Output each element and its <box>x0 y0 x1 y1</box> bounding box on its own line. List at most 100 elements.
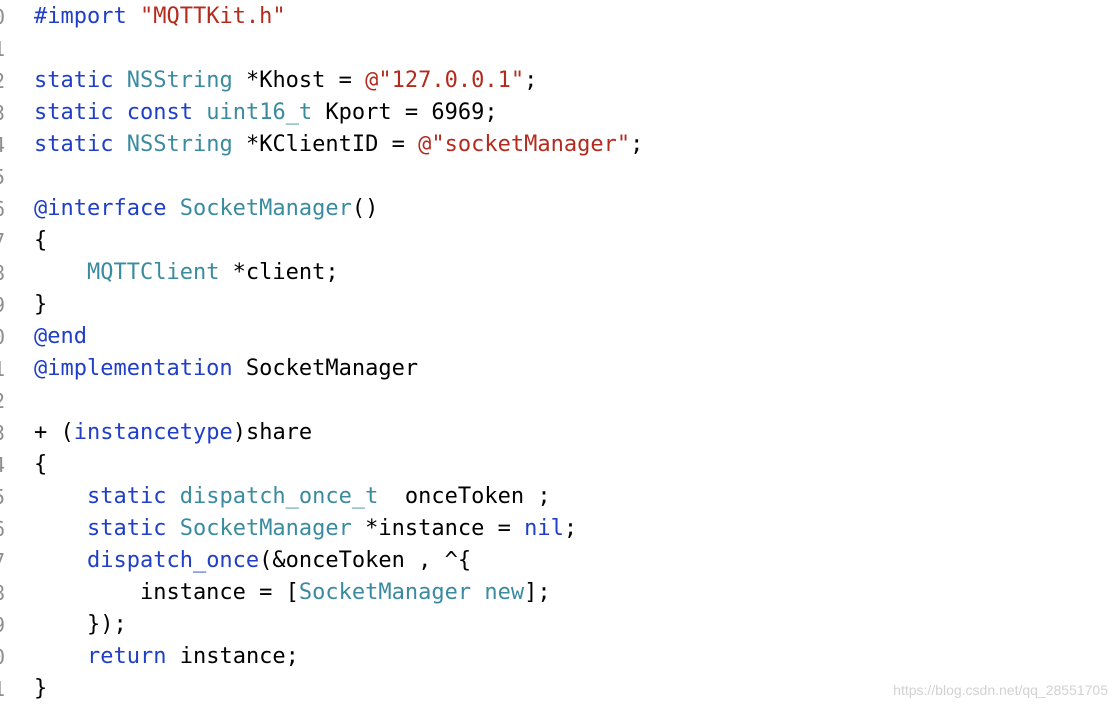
line-number: 8 <box>0 577 13 609</box>
code-token: *KClientID = <box>232 132 419 157</box>
code-token: new <box>484 580 525 605</box>
code-token: uint16_t <box>206 100 313 125</box>
code-token: )share <box>232 420 313 445</box>
code-line <box>34 385 643 417</box>
line-number: 1 <box>0 353 13 385</box>
code-token: @"127.0.0.1" <box>365 68 525 93</box>
code-token: } <box>34 292 48 317</box>
code-line: static SocketManager *instance = nil; <box>34 513 643 545</box>
code-token <box>34 260 87 285</box>
code-line: } <box>34 673 643 705</box>
code-token: @end <box>34 324 87 349</box>
code-token: *client; <box>219 260 339 285</box>
code-line: { <box>34 225 643 257</box>
code-token <box>34 516 87 541</box>
code-token <box>113 100 126 125</box>
line-number: 0 <box>0 641 13 673</box>
code-token: SocketManager <box>298 580 472 605</box>
code-token: SocketManager <box>179 196 352 221</box>
line-number: 5 <box>0 481 13 513</box>
code-token: const <box>126 100 193 125</box>
code-line: return instance; <box>34 641 643 673</box>
code-token: SocketManager <box>179 516 352 541</box>
line-number: 0 <box>0 1 13 33</box>
code-line: instance = [SocketManager new]; <box>34 577 643 609</box>
code-token: "MQTTKit.h" <box>139 4 286 29</box>
code-token: @"socketManager" <box>418 132 631 157</box>
line-number: 1 <box>0 33 13 65</box>
code-token: Kport = 6969; <box>312 100 498 125</box>
code-token: nil <box>524 516 564 541</box>
code-line <box>34 33 643 65</box>
code-line: #import "MQTTKit.h" <box>34 1 643 33</box>
code-token: + ( <box>34 420 74 445</box>
code-token: }); <box>34 612 127 637</box>
code-token: onceToken ; <box>378 484 551 509</box>
code-line: + (instancetype)share <box>34 417 643 449</box>
line-number: 6 <box>0 513 13 545</box>
code-token <box>166 196 179 221</box>
code-line: MQTTClient *client; <box>34 257 643 289</box>
code-token: instance = [ <box>34 580 299 605</box>
code-token: ; <box>524 68 538 93</box>
line-number: 3 <box>0 97 13 129</box>
code-token: { <box>34 228 48 253</box>
code-token: MQTTClient <box>86 260 220 285</box>
code-token <box>166 484 179 509</box>
code-token: } <box>34 676 48 701</box>
code-token: ]; <box>524 580 551 605</box>
code-token: *Khost = <box>232 68 366 93</box>
code-line: }); <box>34 609 643 641</box>
code-line: @interface SocketManager() <box>34 193 643 225</box>
line-number: 9 <box>0 289 13 321</box>
code-token: *instance = <box>351 516 525 541</box>
code-area[interactable]: #import "MQTTKit.h" static NSString *Kho… <box>34 1 643 705</box>
code-token <box>113 132 126 157</box>
line-number: 1 <box>0 673 13 705</box>
line-number: 2 <box>0 385 13 417</box>
line-number: 0 <box>0 321 13 353</box>
line-number: 9 <box>0 609 13 641</box>
code-token: static <box>34 100 114 125</box>
code-token <box>34 484 87 509</box>
code-token: @interface <box>34 196 167 221</box>
code-line <box>34 161 643 193</box>
code-line: static NSString *KClientID = @"socketMan… <box>34 129 643 161</box>
code-token: static <box>86 484 167 509</box>
code-token: instancetype <box>73 420 233 445</box>
code-token: dispatch_once <box>86 548 260 573</box>
code-line: @end <box>34 321 643 353</box>
line-number: 4 <box>0 449 13 481</box>
code-token: NSString <box>126 68 233 93</box>
code-token: @implementation <box>34 356 233 381</box>
code-line: static NSString *Khost = @"127.0.0.1"; <box>34 65 643 97</box>
code-token <box>193 100 206 125</box>
line-number: 4 <box>0 129 13 161</box>
code-token: SocketManager <box>232 356 419 381</box>
line-number: 3 <box>0 417 13 449</box>
code-token <box>113 68 126 93</box>
code-line: } <box>34 289 643 321</box>
code-token: () <box>351 196 379 221</box>
code-line: static const uint16_t Kport = 6969; <box>34 97 643 129</box>
code-token: dispatch_once_t <box>179 484 379 509</box>
code-token: static <box>86 516 167 541</box>
line-number: 6 <box>0 193 13 225</box>
line-number: 7 <box>0 545 13 577</box>
code-token <box>127 4 140 29</box>
code-line: @implementation SocketManager <box>34 353 643 385</box>
code-line: static dispatch_once_t onceToken ; <box>34 481 643 513</box>
code-token: NSString <box>126 132 233 157</box>
line-number: 8 <box>0 257 13 289</box>
code-token: return <box>86 644 167 669</box>
code-token <box>166 516 179 541</box>
code-token <box>471 580 484 605</box>
code-token <box>34 548 87 573</box>
code-line: { <box>34 449 643 481</box>
code-token <box>34 644 87 669</box>
code-token: ; <box>630 132 644 157</box>
line-number: 2 <box>0 65 13 97</box>
code-token: static <box>34 68 114 93</box>
code-token: #import <box>34 4 127 29</box>
